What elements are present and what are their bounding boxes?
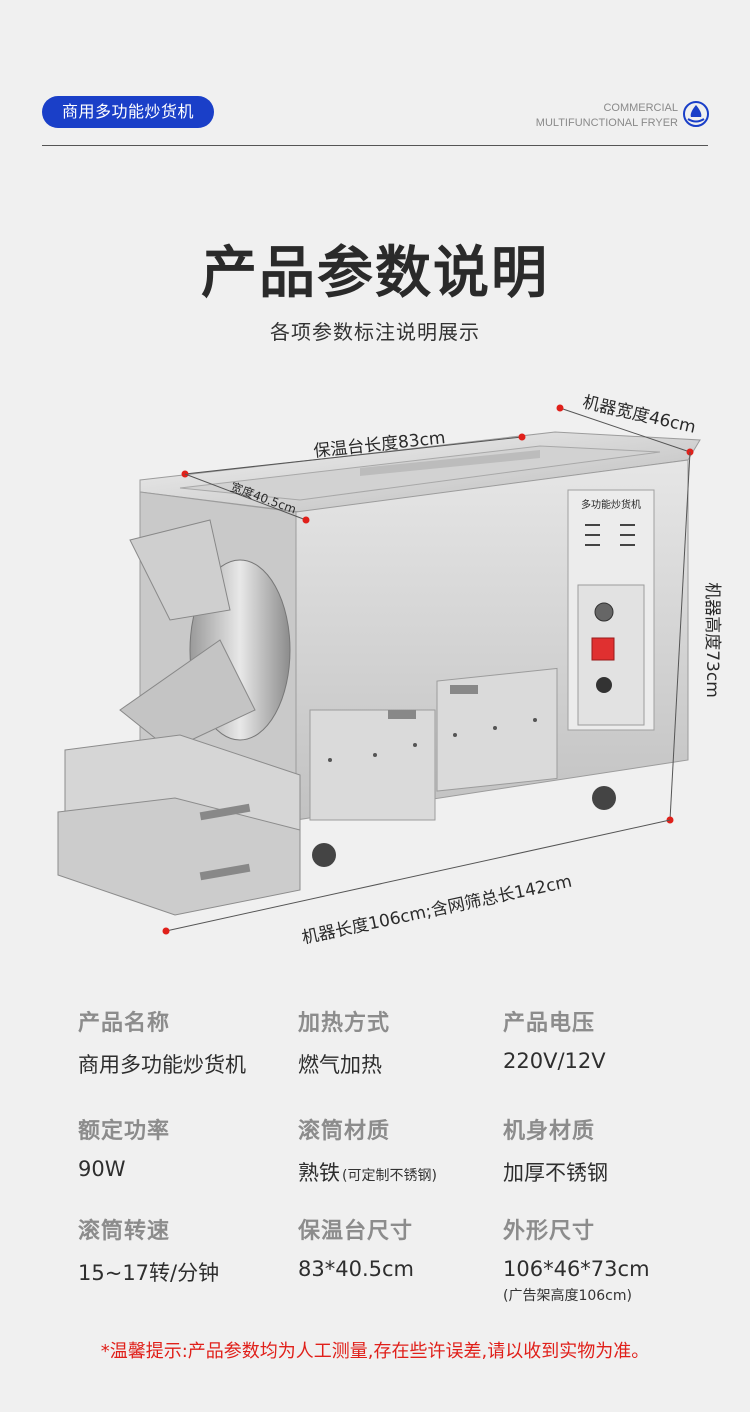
- panel-label: 多功能炒货机: [581, 498, 641, 511]
- machine-width-label: 机器宽度46cm: [581, 392, 698, 437]
- spec-warming-size: 保温台尺寸 83*40.5cm: [298, 1213, 414, 1281]
- caster-wheel-front: [312, 843, 336, 867]
- spec-value: 燃气加热: [298, 1053, 382, 1077]
- spec-value-note: (广告架高度106cm): [503, 1288, 632, 1304]
- power-switch: [591, 637, 615, 661]
- sieve-drawer-bottom: [57, 797, 301, 916]
- spec-label: 外形尺寸: [503, 1219, 596, 1244]
- spec-label: 加热方式: [298, 1011, 391, 1036]
- spec-value-note: (可定制不锈钢): [342, 1168, 437, 1184]
- feed-hopper: [129, 519, 231, 621]
- spec-value-main: 熟铁: [298, 1161, 340, 1185]
- spec-value: 15~17转/分钟: [78, 1261, 220, 1285]
- shell-droplet-icon: [683, 101, 709, 127]
- header-divider: [42, 145, 708, 146]
- spec-label: 机身材质: [503, 1119, 596, 1144]
- page-subtitle: 各项参数标注说明展示: [270, 320, 480, 344]
- spec-label: 产品名称: [78, 1011, 171, 1036]
- spec-value: 90W: [78, 1157, 126, 1181]
- spec-rated-power: 额定功率 90W: [78, 1113, 170, 1181]
- spec-drum-speed: 滚筒转速 15~17转/分钟: [78, 1213, 219, 1287]
- brand-english-text: COMMERCIAL MULTIFUNCTIONAL FRYER: [536, 101, 678, 131]
- spec-label: 产品电压: [503, 1011, 596, 1036]
- spec-drum-material: 滚筒材质 熟铁(可定制不锈钢): [298, 1113, 437, 1187]
- spec-voltage: 产品电压 220V/12V: [503, 1005, 606, 1073]
- fryer-dimension-illustration: 多功能炒货机 保温台长: [57, 392, 722, 949]
- category-pill: 商用多功能炒货机: [42, 96, 214, 128]
- spec-heating-method: 加热方式 燃气加热: [298, 1005, 390, 1079]
- spec-label: 额定功率: [78, 1119, 171, 1144]
- cabinet-door-left: [309, 709, 436, 821]
- machine-height-label: 机器高度73cm: [702, 582, 722, 698]
- brand-line-1: COMMERCIAL: [603, 102, 678, 114]
- spec-label: 滚筒转速: [78, 1219, 171, 1244]
- discharge-chute: [119, 639, 256, 751]
- disclaimer-notice: *温馨提示:产品参数均为人工测量,存在些许误差,请以收到实物为准。: [100, 1341, 650, 1362]
- spec-value: 商用多功能炒货机: [78, 1053, 246, 1077]
- spec-product-name: 产品名称 商用多功能炒货机: [78, 1005, 246, 1079]
- ignition-button: [596, 677, 612, 693]
- spec-value: 220V/12V: [503, 1049, 606, 1073]
- page-title: 产品参数说明: [201, 241, 549, 306]
- spec-value: 106*46*73cm: [503, 1257, 650, 1281]
- dimension-machine-height: 机器高度73cm: [666, 451, 722, 824]
- temperature-knob: [594, 602, 614, 622]
- spec-body-material: 机身材质 加厚不锈钢: [503, 1113, 608, 1187]
- spec-label: 滚筒材质: [298, 1119, 391, 1144]
- machine-length-label: 机器长度106cm;含网筛总长142cm: [300, 872, 574, 949]
- spec-value: 加厚不锈钢: [503, 1161, 608, 1185]
- spec-label: 保温台尺寸: [298, 1219, 414, 1244]
- spec-value: 熟铁(可定制不锈钢): [298, 1157, 437, 1187]
- spec-overall-size: 外形尺寸 106*46*73cm (广告架高度106cm): [503, 1213, 650, 1305]
- brand-line-2: MULTIFUNCTIONAL FRYER: [535, 117, 678, 129]
- spec-value: 83*40.5cm: [298, 1257, 414, 1281]
- cabinet-door-right: [436, 667, 558, 792]
- caster-wheel-back: [592, 786, 616, 810]
- fryer-machine: 多功能炒货机: [57, 431, 701, 916]
